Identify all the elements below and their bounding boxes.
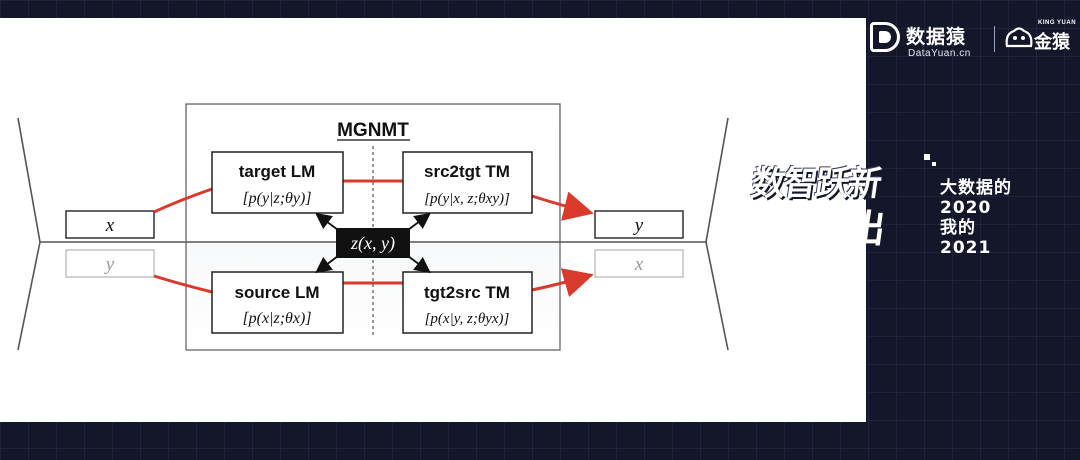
flow-arrows xyxy=(153,179,594,298)
src2tgt-tm-formula: [p(y|x, z;θxy)] xyxy=(424,191,510,207)
source-lm-formula: [p(x|z;θx)] xyxy=(242,310,311,327)
pixel-decoration xyxy=(932,162,936,166)
mgnmt-title: MGNMT xyxy=(337,120,409,141)
target-lm-formula: [p(y|z;θy)] xyxy=(242,190,311,207)
bottom-output-box xyxy=(594,249,684,278)
tgt2src-tm-formula: [p(x|y, z;θyx)] xyxy=(425,311,510,327)
side-line-4: 2021 xyxy=(940,238,992,258)
flow-top-right xyxy=(531,191,594,221)
datayuan-logo-icon xyxy=(870,22,900,52)
tgt2src-tm-name: tgt2src TM xyxy=(424,283,510,302)
brand-name-cn: 数据猿 xyxy=(906,26,967,48)
tgt2src-tm-box xyxy=(402,271,533,334)
pixel-decoration xyxy=(744,172,750,178)
latent-arrows xyxy=(315,212,431,274)
event-title-graphic: 数智跃新 破浪而出 大数据的 2020 我的 2021 xyxy=(742,150,1044,280)
brand-header: 数据猿 DataYuan.cn KING YUAN 金猿 xyxy=(870,18,1080,68)
side-line-1: 大数据的 xyxy=(940,178,1012,198)
event-headline-2: 破浪而出 xyxy=(742,207,885,251)
slide-corner-cut xyxy=(845,18,866,422)
bottom-input-label: y xyxy=(104,254,115,275)
flow-bottom-right xyxy=(531,268,594,298)
top-output-box xyxy=(594,210,684,239)
pixel-decoration xyxy=(924,154,930,160)
latent-label: z(x, y) xyxy=(350,233,395,254)
top-input-label: x xyxy=(105,215,115,236)
top-output-label: y xyxy=(633,215,644,236)
source-lm-box xyxy=(211,271,344,334)
bottom-input-box xyxy=(65,249,155,278)
top-input-box xyxy=(65,210,155,239)
brand-name-en: DataYuan.cn xyxy=(908,48,971,59)
flow-bottom-left xyxy=(153,274,213,294)
event-side-text: 大数据的 2020 我的 2021 xyxy=(940,178,1012,258)
monkey-logo-icon xyxy=(1005,27,1033,48)
side-line-2: 2020 xyxy=(940,198,992,218)
target-lm-box xyxy=(211,151,344,214)
partner-name-cn: 金猿 xyxy=(1034,32,1070,53)
src2tgt-tm-name: src2tgt TM xyxy=(424,162,510,181)
latent-node xyxy=(336,228,410,258)
src2tgt-tm-box xyxy=(402,151,533,214)
perspective-lines xyxy=(17,117,729,351)
pixel-decoration xyxy=(752,180,756,184)
brand-divider xyxy=(994,26,995,52)
source-lm-name: source LM xyxy=(234,283,319,302)
target-lm-name: target LM xyxy=(239,162,316,181)
partner-name-en: KING YUAN xyxy=(1038,20,1077,26)
side-line-3: 我的 xyxy=(940,218,976,238)
flow-top-left xyxy=(153,187,213,214)
bottom-output-label: x xyxy=(634,254,644,275)
